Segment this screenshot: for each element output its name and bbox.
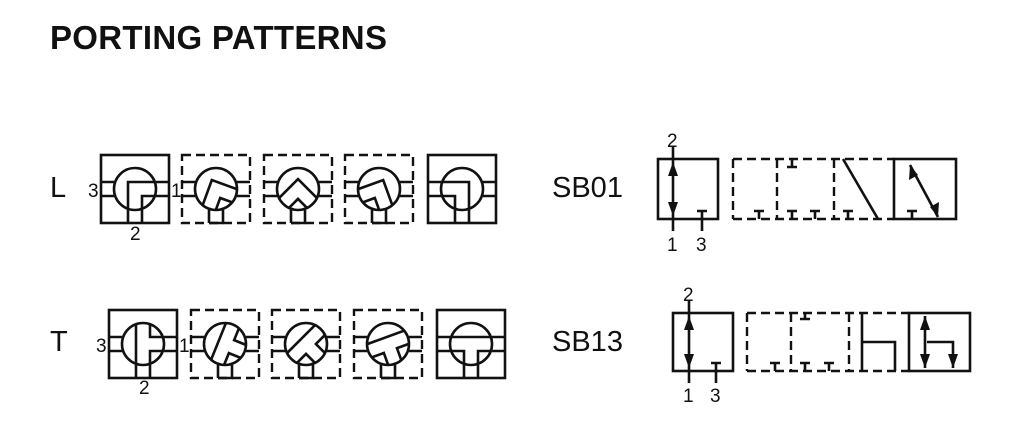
- t-port-2-label: 2: [139, 378, 150, 399]
- sb01-port-3-label: 3: [696, 235, 707, 256]
- page-title: PORTING PATTERNS: [50, 19, 388, 56]
- t-valve-position-1: [107, 308, 179, 380]
- l-port-1-label: 1: [171, 181, 182, 202]
- sb13-symbol: 2 1 3: [671, 285, 972, 407]
- t-port-3-label: 3: [96, 336, 107, 357]
- row-label-sb13: SB13: [552, 326, 623, 358]
- row-label-l: L: [50, 172, 67, 204]
- t-valve-position-3: [270, 308, 342, 380]
- row-label-sb01: SB01: [552, 172, 623, 204]
- row-label-t: T: [50, 326, 68, 358]
- l-valve-position-5: [426, 153, 498, 225]
- l-valve-position-4: [343, 153, 415, 225]
- l-pattern-row: 3 1 2: [88, 153, 498, 245]
- t-valve-position-4: [352, 308, 424, 380]
- sb01-port-1-label: 1: [667, 235, 678, 256]
- t-pattern-row: 3 1 2: [96, 308, 507, 399]
- t-port-1-label: 1: [179, 336, 190, 357]
- sb13-port-3-label: 3: [710, 386, 721, 407]
- l-valve-position-3: [262, 153, 334, 225]
- l-valve-position-2: [180, 153, 252, 225]
- l-port-2-label: 2: [130, 224, 141, 245]
- t-valve-position-5: [435, 308, 507, 380]
- sb13-port-2-label: 2: [683, 285, 694, 306]
- sb01-port-2-label: 2: [667, 131, 678, 152]
- sb01-symbol: 2 1 3: [656, 131, 958, 256]
- sb13-port-1-label: 1: [683, 386, 694, 407]
- t-valve-position-2: [189, 308, 261, 380]
- l-port-3-label: 3: [88, 181, 99, 202]
- l-valve-position-1: [99, 153, 171, 225]
